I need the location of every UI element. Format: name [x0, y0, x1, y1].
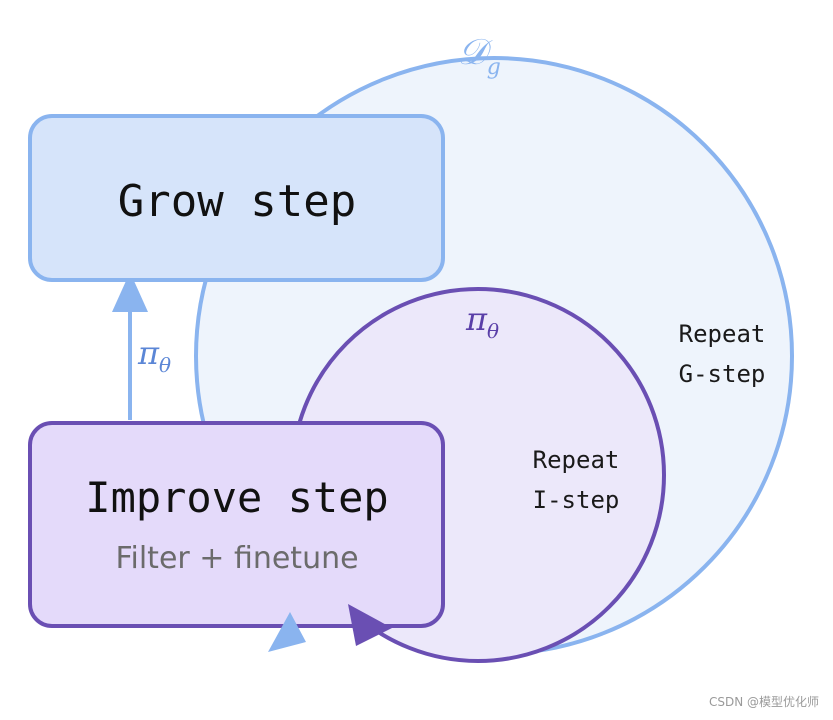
improve-step-box: [28, 421, 445, 628]
inner-loop-arrowhead: [348, 604, 392, 646]
grow-step-title: Grow step: [118, 176, 356, 227]
repeat-i-step-line1: Repeat: [533, 446, 620, 474]
improve-step-title: Improve step: [85, 473, 388, 522]
grow-step-box: [28, 114, 445, 282]
repeat-i-step-line2: I-step: [533, 486, 620, 514]
inner-policy-label: πθ: [465, 300, 499, 343]
repeat-g-step-line1: Repeat: [679, 320, 766, 348]
dataset-label: 𝒟g: [458, 32, 501, 80]
policy-arrowhead-up: [112, 272, 148, 312]
improve-step-subtitle: Filter + finetune: [115, 541, 358, 576]
connector-policy-label: πθ: [137, 334, 171, 377]
outer-loop-arrowhead: [268, 612, 306, 652]
repeat-g-step-line2: G-step: [679, 360, 766, 388]
watermark: CSDN @模型优化师: [708, 695, 819, 709]
